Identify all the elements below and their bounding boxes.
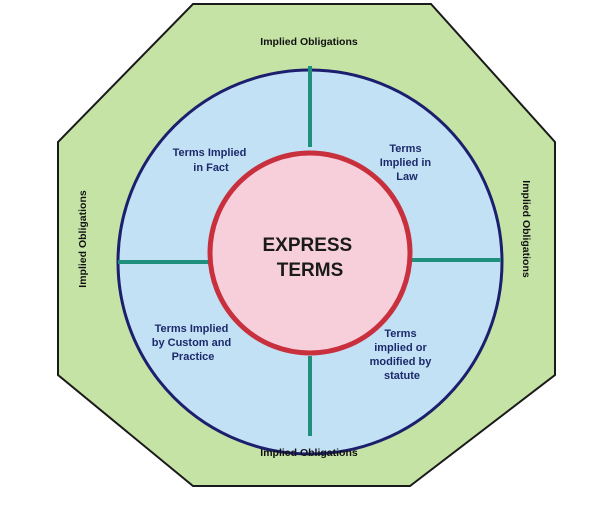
quadrant-label-top-left: Terms Implied in Fact (173, 147, 250, 174)
center-label-line: TERMS (277, 260, 344, 281)
center-circle (207, 150, 413, 356)
quadrant-label-line: by Custom and (152, 337, 231, 349)
outer-label-bottom: Implied Obligations (260, 447, 358, 459)
quadrant-label-line: Terms Implied (173, 147, 247, 159)
quadrant-label-line: Terms (389, 143, 421, 155)
quadrant-label-line: Law (396, 171, 418, 183)
quadrant-label-line: Terms (384, 328, 416, 340)
outer-label-right: Implied Obligations (520, 180, 532, 278)
quadrant-label-line: in Fact (193, 162, 229, 174)
quadrant-label-line: Implied in (380, 157, 432, 169)
outer-label-left: Implied Obligations (77, 190, 89, 288)
quadrant-label-line: Terms Implied (155, 323, 229, 335)
dividers (118, 66, 501, 436)
quadrant-label-line: statute (384, 370, 420, 382)
quadrant-label-line: implied or (374, 342, 427, 354)
outer-label-top: Implied Obligations (260, 36, 358, 48)
center-label: EXPRESS TERMS (262, 235, 357, 281)
quadrant-label-line: Practice (172, 351, 215, 363)
center-label-line: EXPRESS (262, 235, 352, 256)
quadrant-label-line: modified by (370, 356, 433, 368)
quadrant-label-bottom-left: Terms Implied by Custom and Practice (152, 323, 235, 363)
quadrant-label-top-right: Terms Implied in Law (380, 143, 434, 183)
quadrant-label-bottom-right: Terms implied or modified by statute (370, 328, 435, 382)
